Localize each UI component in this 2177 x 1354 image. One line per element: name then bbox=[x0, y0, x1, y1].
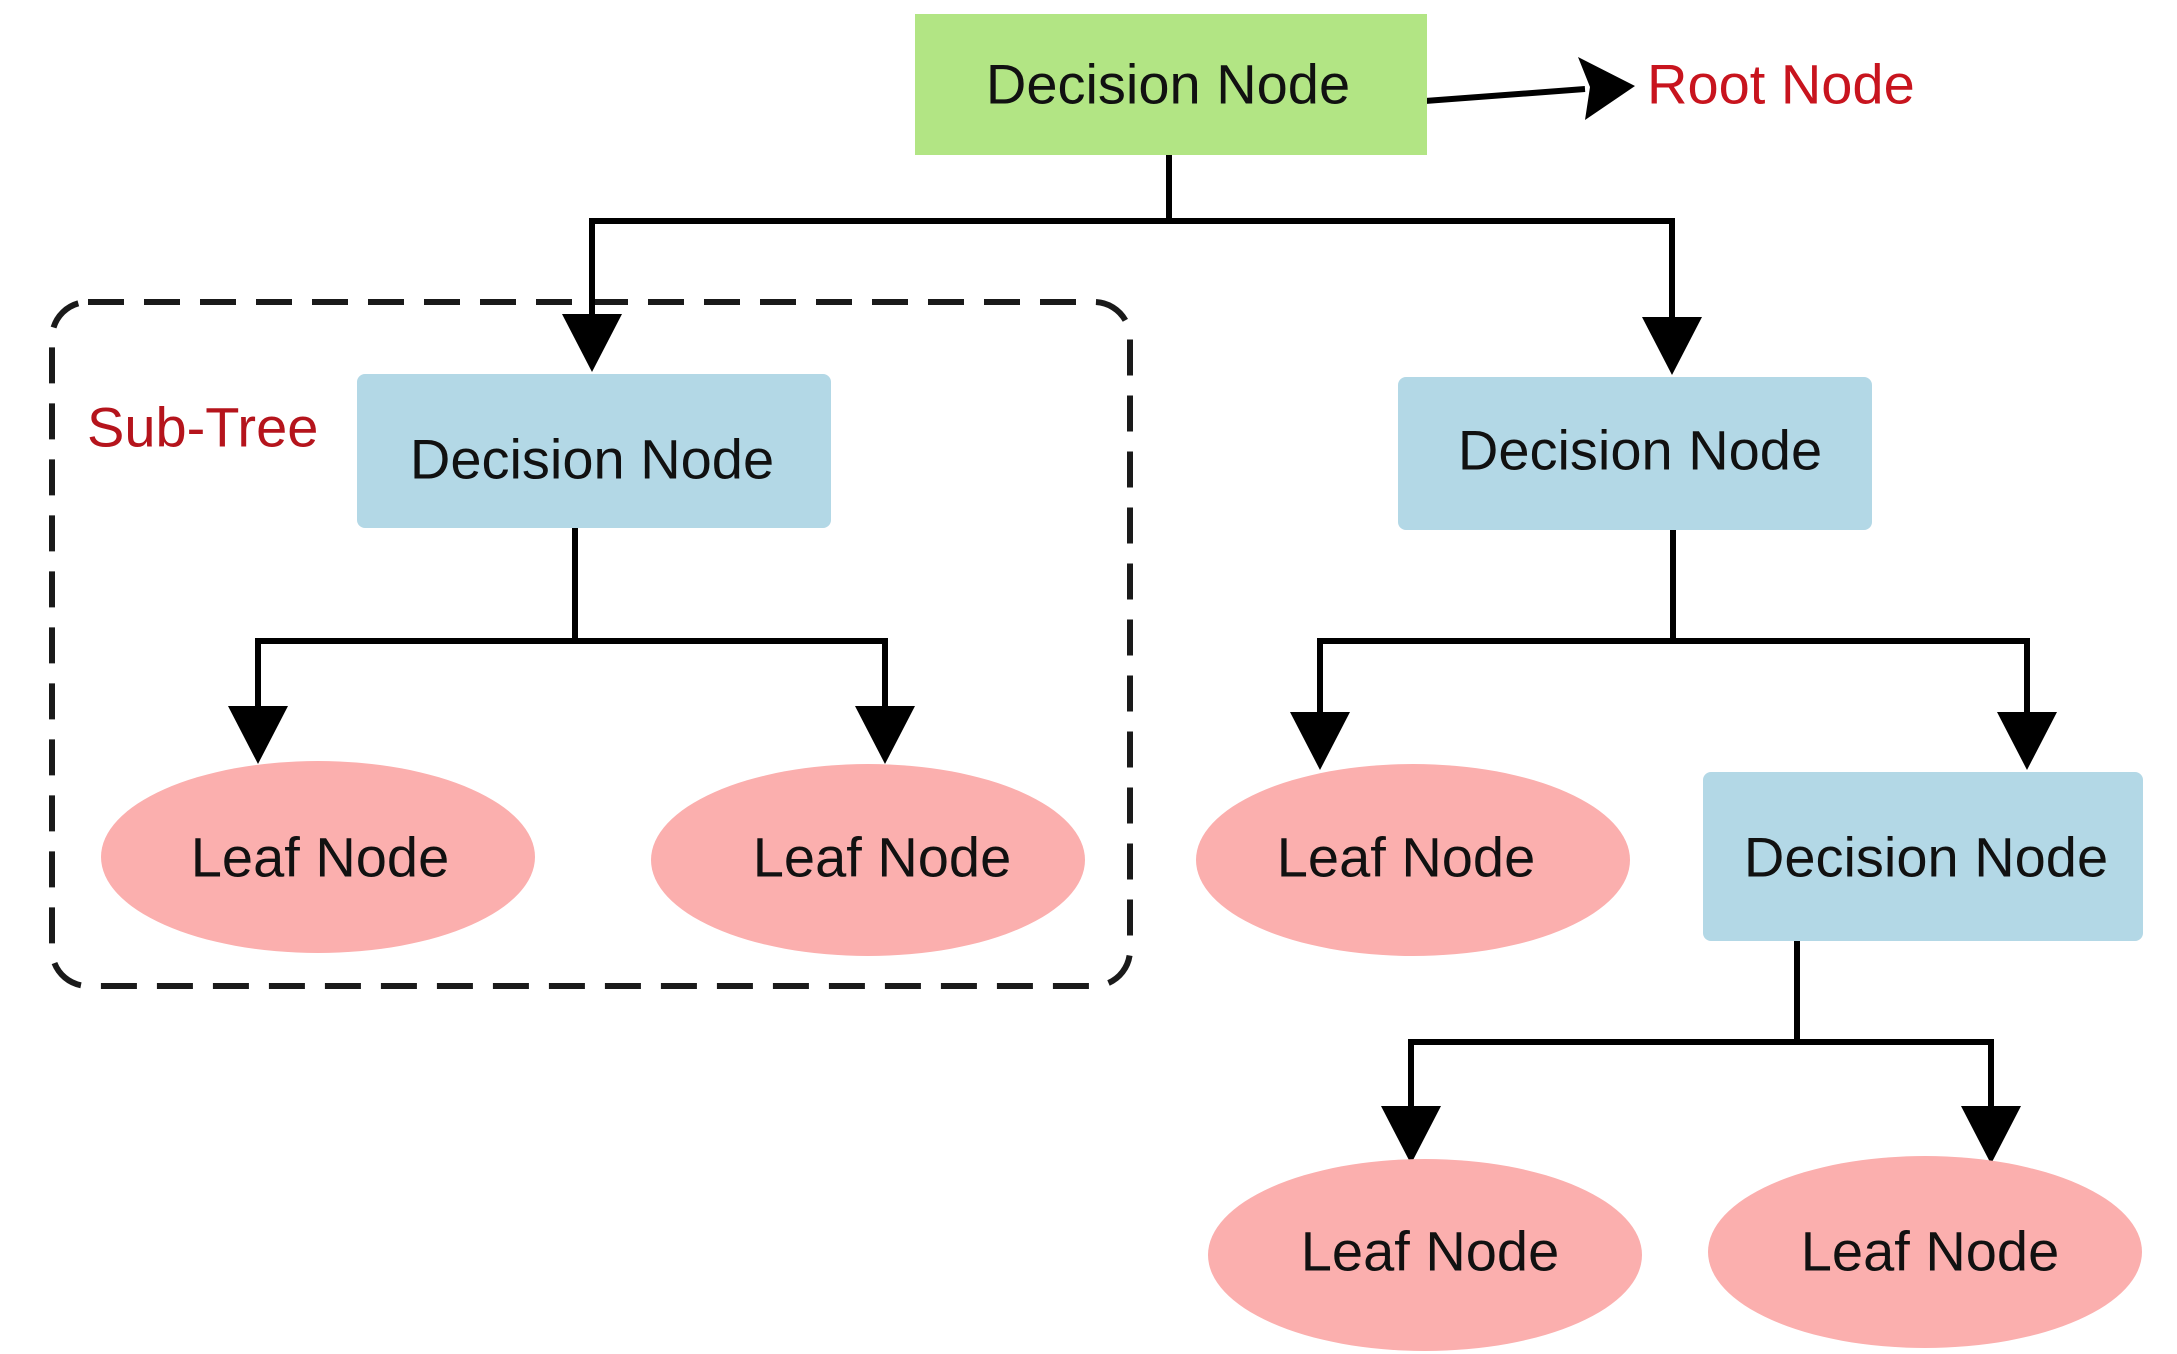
arrowhead-leaf-4 bbox=[1381, 1106, 1441, 1164]
leaf-node-2-label: Leaf Node bbox=[753, 826, 1011, 889]
arrowhead-lower-decision bbox=[1997, 712, 2057, 770]
edge-left-decision-to-leaf-2 bbox=[575, 638, 888, 718]
root-node-box bbox=[915, 14, 1427, 155]
arrowhead-left-decision bbox=[562, 314, 622, 372]
arrowhead-leaf-2 bbox=[855, 706, 915, 764]
leaf-node-1-label: Leaf Node bbox=[191, 826, 449, 889]
leaf-node-2: Leaf Node bbox=[651, 764, 1085, 956]
arrowhead-root-pointer bbox=[1578, 57, 1635, 120]
left-decision-node: Decision Node bbox=[357, 374, 831, 528]
edge-left-decision-to-leaf-1 bbox=[255, 528, 578, 718]
leaf-node-4-label: Leaf Node bbox=[1301, 1220, 1559, 1283]
leaf-node-4-shape bbox=[1208, 1159, 1642, 1351]
edge-lower-decision-to-leaf-4 bbox=[1408, 941, 1800, 1120]
subtree-annotation: Sub-Tree bbox=[87, 396, 318, 459]
right-decision-node-box bbox=[1398, 377, 1872, 530]
leaf-node-5-label: Leaf Node bbox=[1801, 1220, 2059, 1283]
lower-right-decision-node-label: Decision Node bbox=[1744, 826, 2108, 889]
right-decision-node-label: Decision Node bbox=[1458, 419, 1822, 482]
left-decision-node-label: Decision Node bbox=[410, 428, 774, 491]
arrowheads bbox=[228, 57, 2057, 1164]
lower-right-decision-node: Decision Node bbox=[1703, 772, 2143, 941]
arrowhead-leaf-5 bbox=[1961, 1106, 2021, 1164]
edge-root-to-left-decision bbox=[589, 155, 1172, 330]
leaf-node-3-label: Leaf Node bbox=[1277, 826, 1535, 889]
leaf-node-5-shape bbox=[1708, 1156, 2142, 1348]
root-node-annotation: Root Node bbox=[1647, 53, 1915, 116]
right-decision-node: Decision Node bbox=[1398, 377, 1872, 530]
edge-right-decision-to-lower-decision bbox=[1673, 638, 2030, 726]
edge-right-decision-to-leaf-3 bbox=[1317, 530, 1676, 726]
root-node-label: Decision Node bbox=[986, 53, 1350, 116]
leaf-node-1: Leaf Node bbox=[101, 761, 535, 953]
lower-right-decision-node-box bbox=[1703, 772, 2143, 941]
edge-lower-decision-to-leaf-5 bbox=[1797, 1039, 1994, 1120]
arrowhead-leaf-1 bbox=[228, 706, 288, 764]
connectors bbox=[255, 86, 2030, 1120]
left-decision-node-box bbox=[357, 374, 831, 528]
leaf-node-5: Leaf Node bbox=[1708, 1156, 2142, 1348]
leaf-node-3-shape bbox=[1196, 764, 1630, 956]
root-decision-node: Decision Node bbox=[915, 14, 1427, 155]
arrowhead-right-decision bbox=[1642, 317, 1702, 375]
leaf-node-3: Leaf Node bbox=[1196, 764, 1630, 956]
edge-root-to-right-decision bbox=[1169, 218, 1675, 333]
arrowhead-leaf-3 bbox=[1290, 712, 1350, 770]
leaf-node-1-shape bbox=[101, 761, 535, 953]
leaf-node-2-shape bbox=[651, 764, 1085, 956]
subtree-boundary bbox=[49, 299, 1133, 989]
leaf-node-4: Leaf Node bbox=[1208, 1159, 1642, 1351]
edge-root-pointer bbox=[1424, 86, 1586, 104]
